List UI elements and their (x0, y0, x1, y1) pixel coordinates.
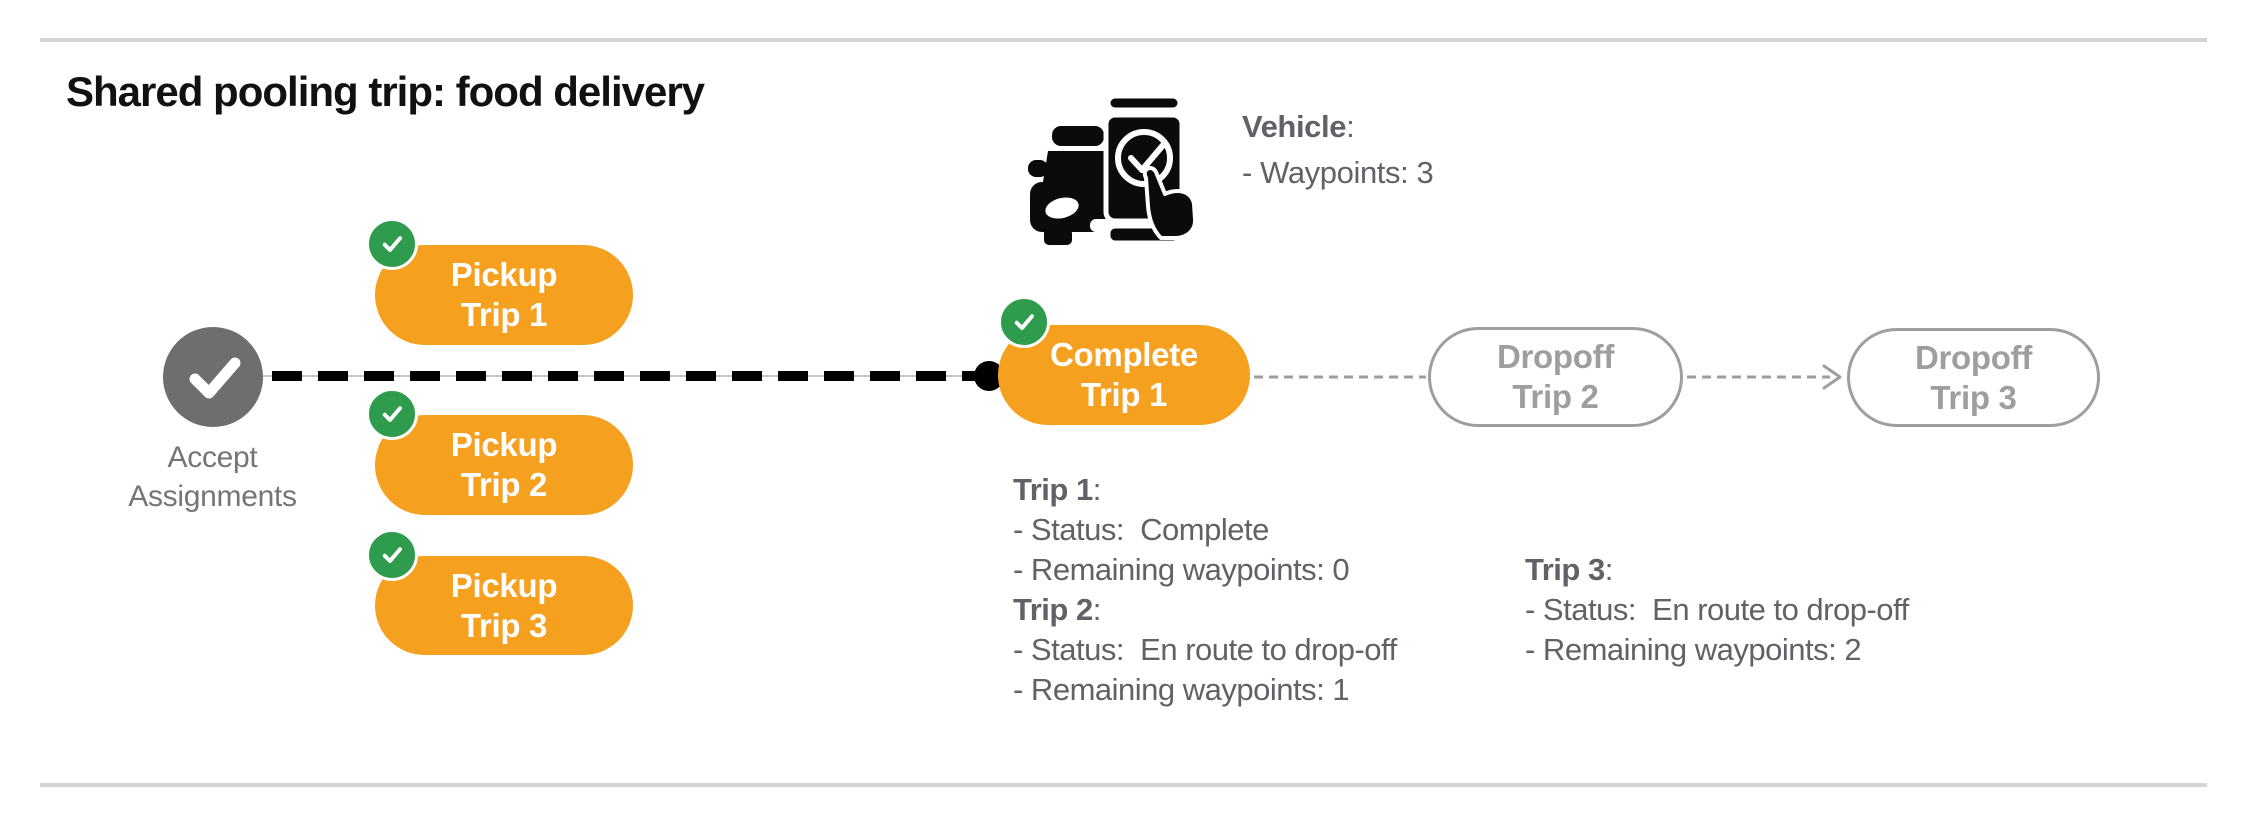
pickup-trip-1-node: Pickup Trip 1 (366, 218, 633, 345)
pill-label-line2: Trip 2 (1512, 378, 1599, 415)
pill-label-line2: Trip 2 (460, 466, 548, 503)
page-title: Shared pooling trip: food delivery (66, 68, 705, 115)
check-badge-icon (366, 388, 418, 440)
vehicle-car-phone-check-icon (1028, 93, 1198, 246)
check-badge-icon (366, 529, 418, 581)
pill-label-line1: Dropoff (1496, 338, 1615, 375)
trip-1-waypoints: - Remaining waypoints: 0 (1013, 552, 1350, 587)
pill-label-line2: Trip 3 (460, 606, 548, 644)
trip-2-waypoints: - Remaining waypoints: 1 (1013, 672, 1350, 707)
check-badge-icon (366, 218, 418, 270)
accept-assignments-node (163, 327, 263, 427)
check-badge-icon (998, 296, 1050, 348)
vehicle-waypoints: - Waypoints: 3 (1242, 155, 1434, 190)
pill-label-line2: Trip 1 (460, 296, 548, 333)
pill-label-line2: Trip 3 (1930, 378, 2017, 416)
accept-assignments-label: Accept Assignments (128, 441, 297, 513)
check-icon (189, 357, 241, 399)
pill-label-line1: Pickup (450, 256, 558, 293)
vehicle-info-text: Vehicle: - Waypoints: 3 (1242, 104, 1434, 196)
complete-trip-1-node: Complete Trip 1 (998, 296, 1250, 425)
pill-label-line2: Trip 1 (1080, 376, 1168, 413)
trip-1-2-status-text: Trip 1: - Status: Complete - Remaining w… (1013, 470, 1397, 710)
pill-label-line1: Pickup (450, 426, 558, 463)
bottom-divider (40, 783, 2207, 787)
trip-3-status-text: Trip 3: - Status: En route to drop-off -… (1525, 550, 1909, 670)
trip-2-status: - Status: En route to drop-off (1013, 632, 1397, 667)
vehicle-heading: Vehicle: (1242, 109, 1355, 144)
arrowhead-icon (1822, 364, 1842, 390)
trip-1-status: - Status: Complete (1013, 512, 1269, 547)
dropoff-trip-2-node: Dropoff Trip 2 (1428, 327, 1683, 427)
pickup-trip-2-node: Pickup Trip 2 (366, 388, 633, 515)
dropoff-trip-3-node: Dropoff Trip 3 (1847, 328, 2100, 427)
top-divider (40, 38, 2207, 42)
trip-3-waypoints: - Remaining waypoints: 2 (1525, 632, 1862, 667)
trip-3-status: - Status: En route to drop-off (1525, 592, 1909, 627)
pickup-trip-3-node: Pickup Trip 3 (366, 529, 633, 655)
trip-3-heading: Trip 3: (1525, 552, 1613, 587)
pill-label-line1: Dropoff (1914, 338, 2033, 376)
pill-label-line1: Complete (1050, 336, 1198, 373)
trip-2-heading: Trip 2: (1013, 592, 1101, 627)
pill-label-line1: Pickup (450, 566, 558, 604)
trip-1-heading: Trip 1: (1013, 472, 1101, 507)
